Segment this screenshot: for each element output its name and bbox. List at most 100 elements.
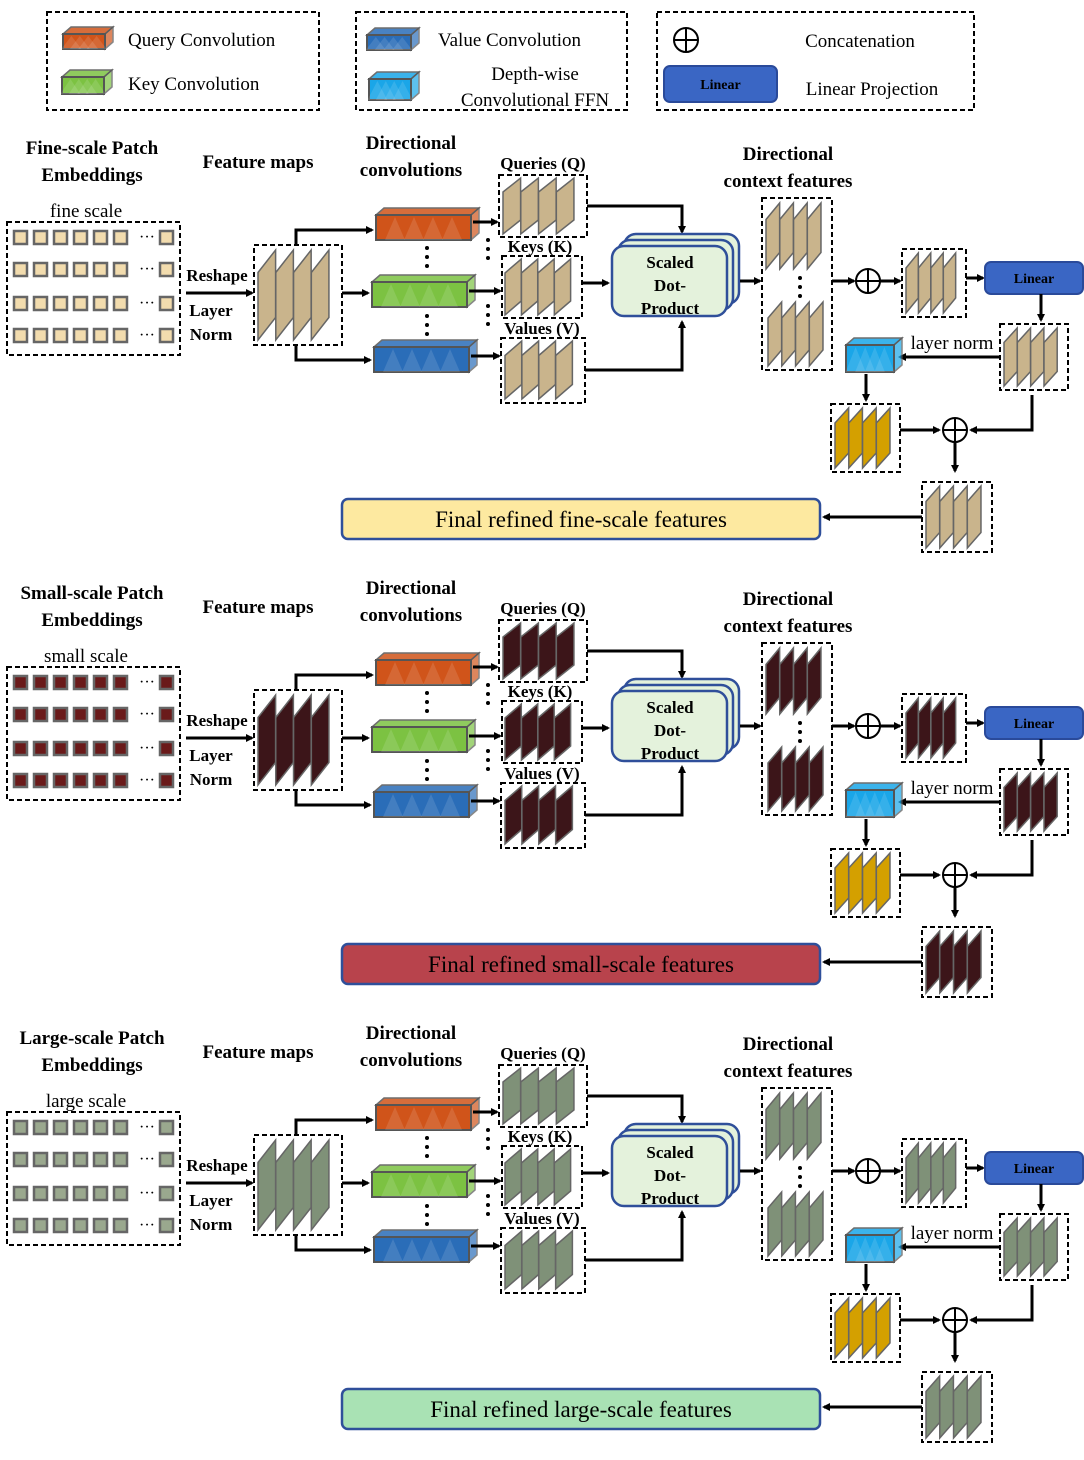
block-front [373, 1236, 470, 1263]
block-texture [845, 792, 866, 817]
q-to-sdp-arrow [587, 1094, 686, 1124]
patch-token [52, 1185, 69, 1202]
block-texture [367, 81, 388, 100]
feature-map-slice [952, 1374, 968, 1440]
feature-map-slice [767, 299, 783, 369]
linear-projection-block-label: Linear [1014, 717, 1054, 732]
value-convolution-block [372, 1228, 479, 1264]
patch-token [92, 706, 109, 723]
feature-map-slice [808, 1189, 824, 1259]
ellipsis-dot [798, 730, 802, 734]
sdp-label-3: Product [641, 744, 700, 763]
ellipsis-dot [486, 322, 490, 326]
ellipsis-dot [425, 1145, 429, 1149]
block-texture [421, 1239, 441, 1262]
feature-map-slice [767, 744, 783, 814]
block-texture [404, 217, 424, 240]
feature-map-slice [537, 621, 557, 681]
keys-stack [504, 257, 572, 317]
patch-token [158, 229, 175, 246]
patch-token [32, 706, 49, 723]
v-to-sdp-arrow [585, 1210, 686, 1262]
values-label: Values (V) [504, 764, 579, 783]
block-texture [69, 36, 90, 49]
ellipsis-dot [486, 767, 490, 771]
directional-convolutions-label: Directional [366, 133, 456, 154]
legend-query-conv: Query Convolution [128, 30, 276, 51]
feature-map-slice [520, 621, 540, 681]
context-features-label-line2: context features [724, 1061, 853, 1082]
block-texture [845, 1237, 866, 1262]
block-texture [864, 792, 885, 817]
block-texture [402, 349, 422, 372]
linear-projection-block-label: Linear [1014, 1162, 1054, 1177]
v-to-sdp-arrow [585, 765, 686, 817]
patch-token [52, 295, 69, 312]
ellipsis-dot [486, 256, 490, 260]
block-front [371, 726, 468, 753]
oplus-cross [943, 1308, 967, 1332]
ellipsis: ··· [139, 261, 155, 278]
queries-stack [502, 176, 575, 236]
feature-map-slice [275, 247, 295, 343]
patch-token [92, 1119, 109, 1136]
residual-arrow [969, 840, 1034, 879]
patch-token [12, 1119, 29, 1136]
value-conv-legend-icon [365, 26, 421, 52]
block-texture [383, 37, 404, 50]
feature-maps-box [253, 244, 343, 346]
block-front [62, 33, 106, 50]
query-convolution-block [374, 1096, 481, 1132]
context-features-box [761, 642, 833, 816]
feature-map-slice [310, 247, 330, 343]
block-front [373, 791, 470, 818]
feature-map-slice [930, 695, 944, 761]
feature-map-slice [781, 1189, 797, 1259]
patch-token [32, 674, 49, 691]
context-stack-top [765, 645, 822, 717]
block-top [372, 1229, 479, 1238]
block-side [893, 781, 903, 819]
block-front [375, 214, 472, 241]
sdp-label-2: Dot- [654, 721, 686, 740]
ellipsis-dot [798, 294, 802, 298]
block-texture [423, 1107, 443, 1130]
ellipsis-dot [798, 1184, 802, 1188]
linear-projection-block [984, 706, 1084, 740]
feature-map-slice [520, 257, 539, 317]
ellipsis-dot [486, 304, 490, 308]
ellipsis-dot [486, 692, 490, 696]
patch-token [112, 674, 129, 691]
block-top [374, 1097, 481, 1106]
patch-token [158, 327, 175, 344]
queries-box [498, 619, 588, 683]
final-features-label: Final refined fine-scale features [435, 507, 727, 532]
ellipsis: ··· [139, 327, 155, 344]
legend-value-conv: Value Convolution [438, 30, 582, 51]
block-texture [874, 347, 895, 372]
oplus-cross [856, 714, 880, 738]
sdp-label-2: Dot- [654, 276, 686, 295]
feature-map-slice [952, 484, 968, 550]
feature-map-slice [257, 692, 277, 788]
ellipsis: ··· [139, 772, 155, 789]
feature-map-slice [554, 339, 574, 401]
feature-map-slice [1016, 1216, 1032, 1278]
patch-token [112, 740, 129, 757]
patch-token [52, 706, 69, 723]
values-stack [504, 784, 574, 846]
patch-token [32, 327, 49, 344]
directional-convolutions-label: Directional [366, 578, 456, 599]
block-texture [442, 662, 462, 685]
patch-token [72, 327, 89, 344]
values-stack [504, 339, 574, 401]
block-texture [381, 284, 401, 307]
ellipsis-dot [798, 1166, 802, 1170]
feature-map-slice [555, 1066, 575, 1126]
feature-map-slice [520, 702, 539, 762]
feature-map-slice [504, 1147, 523, 1207]
patch-token [112, 772, 129, 789]
block-texture [374, 37, 395, 50]
feature-map-slice [917, 695, 932, 761]
ellipsis-dot [798, 739, 802, 743]
